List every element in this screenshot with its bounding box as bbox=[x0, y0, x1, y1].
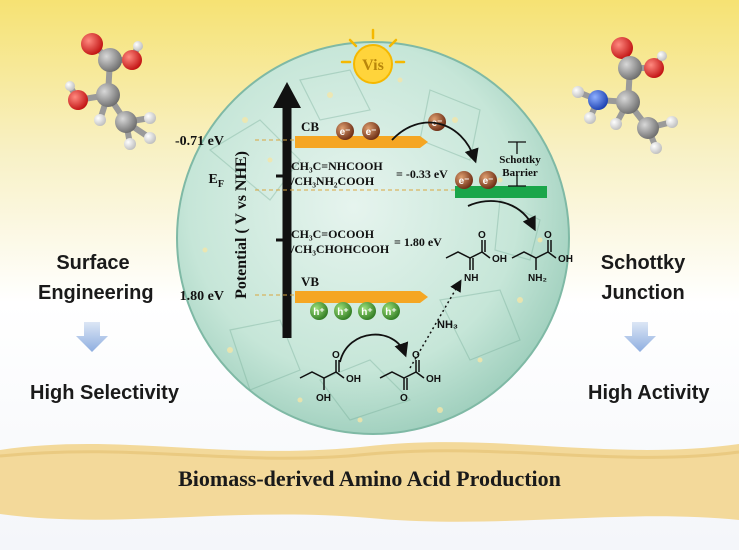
lactic-oh-label: OH bbox=[346, 374, 361, 385]
pyruvic-acid-molecule bbox=[379, 360, 425, 390]
schottky-label-line1: Schottky bbox=[499, 154, 541, 166]
right-down-arrow bbox=[624, 322, 656, 352]
lactic-hydroxyl-label: OH bbox=[316, 393, 331, 404]
ef-label: EF bbox=[209, 172, 224, 190]
ammonia-arrow bbox=[409, 279, 462, 369]
conduction-band bbox=[295, 136, 428, 148]
pyruvic-o-bottom-label: O bbox=[400, 393, 408, 404]
vb-hole-2-label: h⁺ bbox=[337, 307, 348, 318]
metal-green-bar bbox=[455, 186, 547, 198]
right-title-line2: Junction bbox=[601, 282, 685, 304]
vis-label: Vis bbox=[362, 57, 384, 74]
vb-label: VB bbox=[301, 274, 319, 289]
valence-band bbox=[295, 291, 428, 303]
lactic-o-label: O bbox=[332, 350, 340, 361]
bottom-banner-title: Biomass-derived Amino Acid Production bbox=[178, 466, 561, 491]
imine-nh-label: NH bbox=[464, 273, 478, 284]
lactic-acid-3d-model bbox=[65, 33, 156, 150]
oxidation-arrow bbox=[339, 333, 409, 363]
metal-electrons bbox=[455, 171, 497, 189]
vb-potential: 1.80 eV bbox=[180, 289, 224, 304]
catalyst-sphere bbox=[176, 41, 570, 435]
imine-couple-line2: /CH₃NH₂COOH bbox=[290, 174, 375, 188]
pyruvic-o-top-label: O bbox=[412, 350, 420, 361]
metal-electron-1-label: e⁻ bbox=[459, 176, 470, 187]
lactic-acid-molecule bbox=[299, 360, 345, 390]
imine-molecule bbox=[445, 240, 491, 270]
reduction-arrow bbox=[467, 200, 536, 232]
electron-transfer-arrow bbox=[391, 121, 479, 164]
cb-potential: -0.71 eV bbox=[175, 134, 224, 149]
left-panel-result: High Selectivity bbox=[30, 382, 179, 404]
nh3-label: NH₃ bbox=[437, 319, 458, 331]
alanine-nh2-label: NH₂ bbox=[528, 273, 547, 284]
cb-label: CB bbox=[301, 119, 319, 134]
alanine-o-label: O bbox=[544, 230, 552, 241]
schottky-barrier-bracket bbox=[508, 141, 526, 187]
vb-hole-3-label: h⁺ bbox=[361, 307, 372, 318]
sand-dune bbox=[0, 442, 739, 522]
pyruvate-couple-value: = 1.80 eV bbox=[394, 235, 442, 249]
vb-hole-4-label: h⁺ bbox=[385, 307, 396, 318]
potential-axis-label: Potential ( V vs NHE) bbox=[233, 151, 250, 299]
potential-axis-arrowhead bbox=[273, 82, 301, 108]
imine-couple-line1: CH₃C=NHCOOH bbox=[291, 159, 383, 173]
cb-electron-2-label: e⁻ bbox=[366, 127, 377, 138]
left-down-arrow bbox=[76, 322, 108, 352]
transfer-electron bbox=[428, 113, 446, 131]
pyruvic-oh-label: OH bbox=[426, 374, 441, 385]
right-panel-title: Schottky Junction bbox=[588, 248, 698, 308]
schottky-label-line2: Barrier bbox=[502, 167, 538, 179]
left-title-line1: Surface bbox=[56, 252, 130, 274]
right-panel-result: High Activity bbox=[588, 382, 710, 404]
left-panel-title: Surface Engineering bbox=[38, 248, 154, 308]
pyruvate-couple-line2: /CH₃CHOHCOOH bbox=[290, 242, 390, 256]
imine-couple-value: = -0.33 eV bbox=[396, 167, 448, 181]
cb-electron-1-label: e⁻ bbox=[340, 127, 351, 138]
sun-icon bbox=[340, 28, 406, 84]
imine-o-label: O bbox=[478, 230, 486, 241]
left-title-line2: Engineering bbox=[38, 282, 154, 304]
pyruvate-couple-line1: CH₃C=OCOOH bbox=[291, 227, 375, 241]
sand-dune-edge bbox=[0, 449, 739, 460]
imine-oh-label: OH bbox=[492, 254, 507, 265]
cb-electrons bbox=[336, 122, 380, 140]
alanine-molecule bbox=[511, 240, 557, 270]
metal-electron-2-label: e⁻ bbox=[483, 176, 494, 187]
sphere-particles bbox=[202, 77, 543, 423]
vb-holes bbox=[310, 302, 400, 320]
right-title-line1: Schottky bbox=[600, 252, 686, 274]
alanine-3d-model bbox=[572, 37, 678, 154]
alanine-oh-label: OH bbox=[558, 254, 573, 265]
vb-hole-1-label: h⁺ bbox=[313, 307, 324, 318]
